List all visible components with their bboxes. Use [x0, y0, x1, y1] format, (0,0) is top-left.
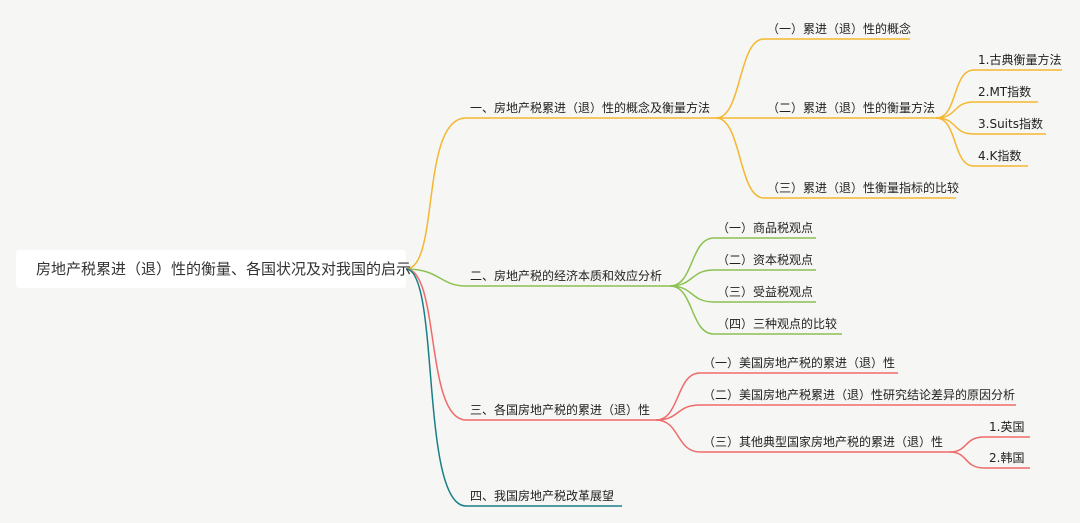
b2-child-3-label[interactable]: （三）受益税观点	[717, 285, 814, 299]
link-b1-g2	[935, 101, 975, 119]
b2-child-2-label[interactable]: （二）资本税观点	[717, 253, 814, 267]
root-node[interactable]: 房地产税累进（退）性的衡量、各国状况及对我国的启示	[16, 250, 411, 288]
link-root-branch-4	[405, 268, 467, 507]
link-b2-c1	[669, 237, 715, 287]
link-b1-c1	[715, 38, 765, 119]
link-root-branch-1	[405, 117, 467, 270]
link-root-branch-3	[405, 268, 467, 421]
link-b1-c3	[715, 117, 765, 199]
b1-child-2-label[interactable]: （二）累进（退）性的衡量方法	[767, 101, 936, 115]
link-b1-g4	[935, 117, 975, 167]
link-b1-g1	[935, 69, 975, 119]
b1-grandchild-3-label[interactable]: 3.Suits指数	[978, 117, 1043, 131]
b2-child-1-label[interactable]: （一）商品税观点	[717, 221, 814, 235]
b3-grandchild-1-label[interactable]: 1.英国	[989, 420, 1025, 434]
link-b3-g1	[949, 436, 985, 453]
b1-child-1-label[interactable]: （一）累进（退）性的概念	[767, 22, 912, 36]
b1-grandchild-1-label[interactable]: 1.古典衡量方法	[978, 53, 1062, 67]
link-b3-g2	[949, 451, 985, 469]
b1-grandchild-4-label[interactable]: 4.K指数	[978, 149, 1022, 163]
b1-child-3-label[interactable]: （三）累进（退）性衡量指标的比较	[767, 181, 960, 195]
branch-3-label[interactable]: 三、各国房地产税的累进（退）性	[470, 403, 651, 417]
link-b3-c3	[655, 419, 701, 453]
b2-child-4-label[interactable]: （四）三种观点的比较	[717, 317, 838, 331]
b3-child-3-label[interactable]: （三）其他典型国家房地产税的累进（退）性	[703, 435, 944, 449]
link-b1-g3	[935, 117, 975, 135]
branch-4-label[interactable]: 四、我国房地产税改革展望	[470, 489, 615, 503]
branch-2-label[interactable]: 二、房地产税的经济本质和效应分析	[470, 269, 663, 283]
link-b2-c3	[669, 285, 715, 303]
link-b3-c2	[655, 404, 701, 421]
b1-grandchild-2-label[interactable]: 2.MT指数	[978, 85, 1032, 99]
link-b3-c1	[655, 372, 701, 421]
link-root-branch-2	[405, 268, 467, 287]
root-node-label: 房地产税累进（退）性的衡量、各国状况及对我国的启示	[36, 260, 412, 278]
link-b2-c4	[669, 285, 715, 335]
b3-child-2-label[interactable]: （二）美国房地产税累进（退）性研究结论差异的原因分析	[703, 388, 1016, 402]
link-b2-c2	[669, 269, 715, 287]
branch-1-label[interactable]: 一、房地产税累进（退）性的概念及衡量方法	[470, 101, 711, 115]
b3-grandchild-2-label[interactable]: 2.韩国	[989, 451, 1025, 465]
b3-child-1-label[interactable]: （一）美国房地产税的累进（退）性	[703, 356, 896, 370]
